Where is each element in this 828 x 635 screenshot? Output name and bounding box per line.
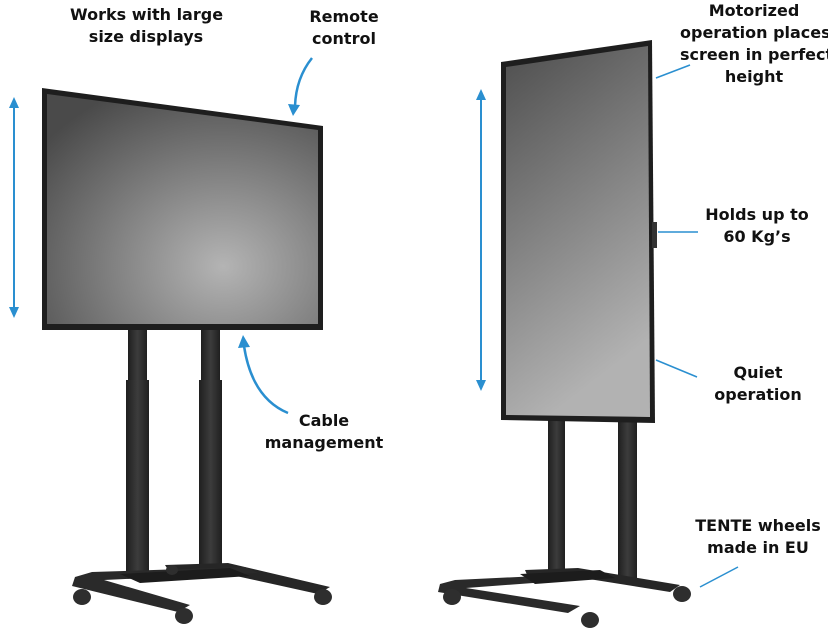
label-holds-up: Holds up to 60 Kg’s (700, 204, 814, 248)
right-wheel-2 (581, 612, 599, 628)
annotations (9, 57, 739, 588)
label-large-displays: Works with large size displays (70, 4, 224, 48)
right-wheel-3 (673, 586, 691, 602)
quiet-leader-line (655, 359, 698, 378)
right-pole-2 (618, 420, 637, 583)
right-height-arrow-icon (476, 89, 486, 391)
left-pole-2-lower (199, 380, 222, 573)
label-motorized-line-1: Motorized (708, 1, 800, 20)
left-display (42, 88, 323, 330)
tente-leader-line (699, 566, 739, 588)
left-height-arrow-icon (9, 97, 19, 318)
label-motorized-line-3: screen in perfect (680, 45, 828, 64)
motorized-leader-line (655, 64, 691, 79)
right-base-plate (520, 570, 615, 584)
right-display (501, 40, 657, 423)
right-display-screen (506, 46, 650, 417)
right-stand (438, 420, 691, 628)
label-tente: TENTE wheels made in EU (694, 515, 822, 559)
right-display-side-button (652, 222, 657, 248)
right-base-bar-front (438, 574, 600, 613)
label-tente-line-2: made in EU (707, 538, 809, 557)
label-large-displays-line-2: size displays (88, 27, 204, 46)
label-motorized-line-4: height (724, 67, 784, 86)
label-holds-up-line-1: Holds up to (705, 205, 809, 224)
left-pole-1-lower (126, 380, 149, 577)
left-base-bar-front (72, 567, 258, 612)
label-quiet: Quiet operation (706, 362, 810, 406)
label-tente-line-1: TENTE wheels (695, 516, 821, 535)
label-cable-management-line-2: management (264, 433, 384, 452)
left-wheel-3 (314, 589, 332, 605)
left-wheel-1 (73, 589, 91, 605)
label-holds-up-line-2: 60 Kg’s (723, 227, 791, 246)
left-wheel-2 (175, 608, 193, 624)
label-motorized: Motorized operation places screen in per… (680, 0, 828, 88)
label-remote-control-line-2: control (312, 29, 376, 48)
cable-management-arrow-icon (238, 335, 289, 415)
label-large-displays-line-1: Works with large (70, 5, 224, 24)
label-remote-control: Remote control (304, 6, 384, 50)
label-cable-management-line-1: Cable (298, 411, 350, 430)
right-pole-1 (548, 420, 565, 575)
label-remote-control-line-1: Remote (309, 7, 379, 26)
label-quiet-line-2: operation (714, 385, 802, 404)
remote-control-arrow-icon (288, 57, 313, 116)
left-base-plate (120, 568, 250, 583)
label-quiet-line-1: Quiet (733, 363, 783, 382)
left-display-screen (47, 94, 318, 324)
right-wheel-1 (443, 589, 461, 605)
label-cable-management: Cable management (262, 410, 386, 454)
left-stand (72, 325, 332, 624)
left-wheel-4 (166, 565, 178, 575)
label-motorized-line-2: operation places (680, 23, 828, 42)
